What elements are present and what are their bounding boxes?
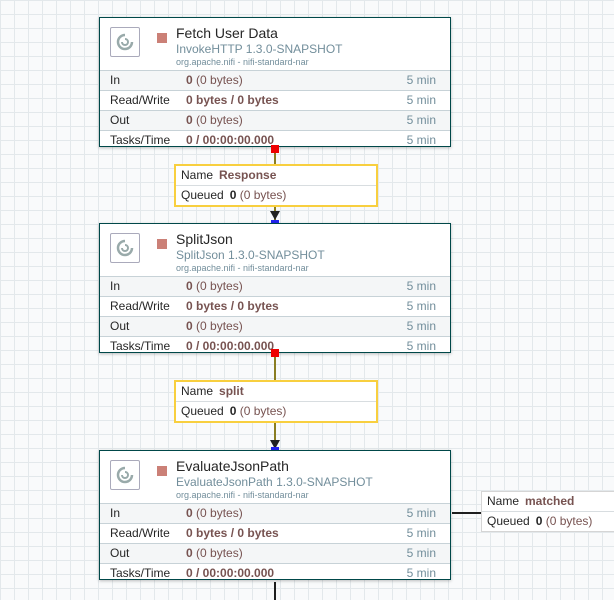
source-port-1[interactable]	[271, 145, 279, 153]
processor-name: SplitJson	[176, 231, 233, 247]
processor-type: SplitJson 1.3.0-SNAPSHOT	[176, 248, 325, 262]
processor-icon	[110, 233, 140, 263]
stats-row-in: In 0 (0 bytes) 5 min	[100, 276, 450, 296]
stats-row-readwrite: Read/Write 0 bytes / 0 bytes 5 min	[100, 90, 450, 110]
processor-type: EvaluateJsonPath 1.3.0-SNAPSHOT	[176, 475, 373, 489]
stats-row-readwrite: Read/Write 0 bytes / 0 bytes 5 min	[100, 296, 450, 316]
stopped-status-icon	[157, 466, 167, 476]
stats-row-out: Out 0 (0 bytes) 5 min	[100, 110, 450, 130]
stopped-status-icon	[157, 239, 167, 249]
processor-bundle: org.apache.nifi - nifi-standard-nar	[176, 263, 309, 273]
processor-bundle: org.apache.nifi - nifi-standard-nar	[176, 57, 309, 67]
connection-line-matched[interactable]	[452, 512, 482, 514]
processor-fetch-user-data[interactable]: Fetch User Data InvokeHTTP 1.3.0-SNAPSHO…	[99, 17, 451, 147]
processor-evaluatejsonpath[interactable]: EvaluateJsonPath EvaluateJsonPath 1.3.0-…	[99, 450, 451, 580]
stats-row-tasks: Tasks/Time 0 / 00:00:00.000 5 min	[100, 563, 450, 583]
arrow-down-icon	[270, 211, 280, 220]
source-port-2[interactable]	[271, 349, 279, 357]
stopped-status-icon	[157, 33, 167, 43]
processor-icon	[110, 460, 140, 490]
processor-header: EvaluateJsonPath EvaluateJsonPath 1.3.0-…	[100, 451, 450, 503]
connection-line-3[interactable]	[274, 582, 276, 600]
stats-row-in: In 0 (0 bytes) 5 min	[100, 503, 450, 523]
stats-row-out: Out 0 (0 bytes) 5 min	[100, 543, 450, 563]
processor-header: Fetch User Data InvokeHTTP 1.3.0-SNAPSHO…	[100, 18, 450, 70]
stats-row-out: Out 0 (0 bytes) 5 min	[100, 316, 450, 336]
processor-type: InvokeHTTP 1.3.0-SNAPSHOT	[176, 42, 343, 56]
stats-row-readwrite: Read/Write 0 bytes / 0 bytes 5 min	[100, 523, 450, 543]
processor-icon	[110, 27, 140, 57]
stats-row-tasks: Tasks/Time 0 / 00:00:00.000 5 min	[100, 130, 450, 150]
arrow-down-icon	[270, 440, 280, 449]
processor-bundle: org.apache.nifi - nifi-standard-nar	[176, 490, 309, 500]
stats-row-tasks: Tasks/Time 0 / 00:00:00.000 5 min	[100, 336, 450, 356]
processor-splitjson[interactable]: SplitJson SplitJson 1.3.0-SNAPSHOT org.a…	[99, 223, 451, 353]
processor-header: SplitJson SplitJson 1.3.0-SNAPSHOT org.a…	[100, 224, 450, 276]
processor-name: EvaluateJsonPath	[176, 458, 289, 474]
processor-name: Fetch User Data	[176, 25, 278, 41]
stats-row-in: In 0 (0 bytes) 5 min	[100, 70, 450, 90]
